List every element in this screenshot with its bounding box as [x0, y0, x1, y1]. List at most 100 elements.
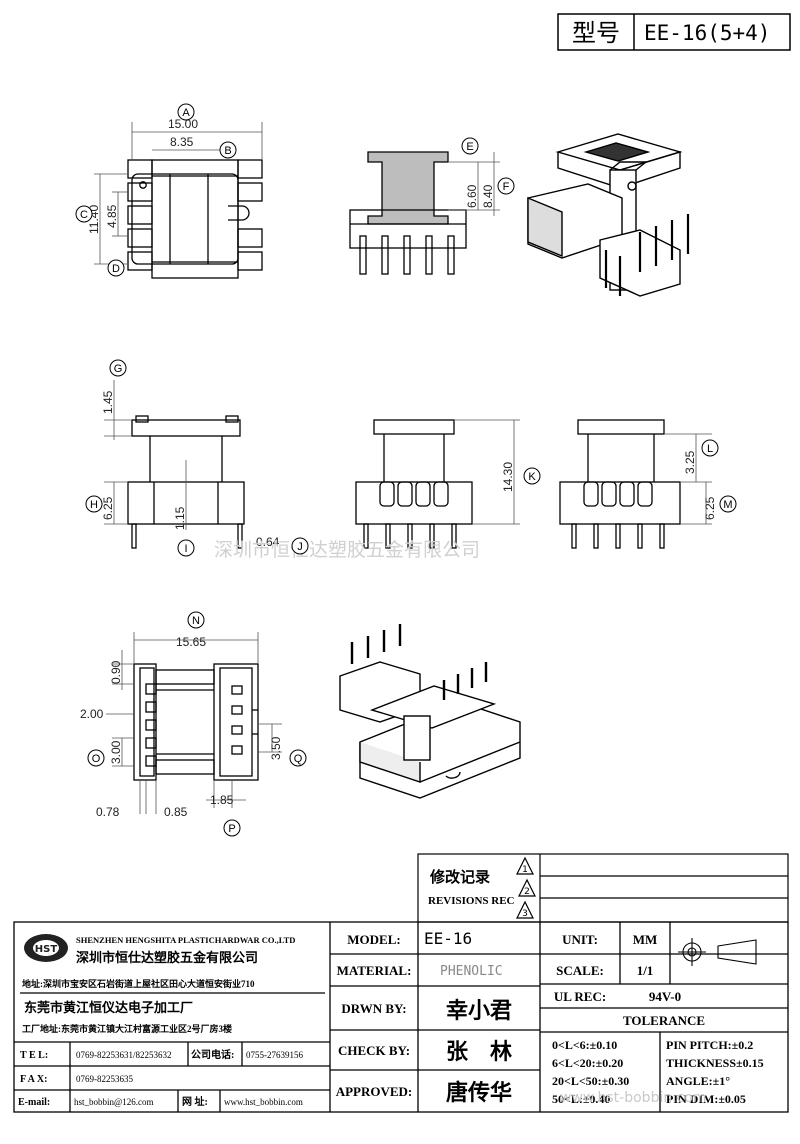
callout-letter-p: P — [228, 823, 235, 835]
bottom-view — [133, 663, 259, 781]
dim-f: 8.40 — [481, 184, 495, 208]
callout-letter-k: K — [528, 471, 536, 483]
side-view-middle — [355, 419, 473, 549]
callout-letter-e: E — [466, 141, 473, 153]
web-value: www.hst_bobbin.com — [224, 1097, 303, 1107]
top-view — [127, 159, 263, 279]
callout-letter-l: L — [707, 443, 713, 455]
dim-e: 6.60 — [465, 184, 479, 208]
tolerance-range-4: 50<L:±0.40 — [552, 1092, 610, 1106]
material-label: MATERIAL: — [337, 963, 412, 978]
check-label: CHECK BY: — [338, 1043, 410, 1058]
type-label: 型号 — [572, 20, 620, 47]
material-value: PHENOLIC — [440, 964, 503, 979]
callout-circle-d — [107, 259, 125, 277]
side-view-right — [559, 419, 681, 549]
dim-l: 3.25 — [683, 450, 697, 474]
pin-pitch-tolerance: PIN PITCH:±0.2 — [666, 1038, 753, 1052]
title-block-grid — [13, 921, 789, 1113]
dim-h-inner: 1.15 — [173, 506, 187, 530]
callout-circle-m — [719, 495, 737, 513]
revisions-title-cn: 修改记录 — [429, 868, 490, 886]
thickness-tolerance: THICKNESS±0.15 — [666, 1056, 764, 1070]
fax-value: 0769-82253635 — [76, 1074, 133, 1084]
dim-n-top: 0.90 — [109, 660, 123, 684]
scale-value: 1/1 — [637, 963, 654, 978]
tolerance-range-2: 6<L<20:±0.20 — [552, 1056, 623, 1070]
check-value: 张 林 — [446, 1039, 512, 1064]
top-view-dims — [94, 122, 263, 265]
angle-tolerance: ANGLE:±1° — [666, 1074, 730, 1088]
callout-letter-c: C — [80, 209, 88, 221]
web-label: 网 址: — [182, 1095, 208, 1108]
unit-value: MM — [633, 932, 658, 947]
dim-k: 14.30 — [501, 462, 515, 492]
callout-letter-n: N — [192, 615, 200, 627]
revision-mark-3: 3 — [522, 909, 528, 919]
callout-letter-j: J — [297, 541, 303, 553]
model-label: MODEL: — [347, 932, 400, 947]
dim-g: 1.45 — [101, 390, 115, 414]
dim-p-mid: 0.85 — [164, 805, 188, 819]
callout-circle-b — [219, 141, 237, 159]
isometric-view-bottom — [339, 624, 521, 799]
callout-letter-h: H — [90, 499, 98, 511]
callout-letter-o: O — [92, 753, 101, 765]
type-value: EE-16(5+4) — [644, 21, 770, 45]
callout-circle-g — [109, 359, 127, 377]
callout-circle-o — [87, 749, 105, 767]
dim-q: 3.50 — [269, 736, 283, 760]
company-address: 地址:深圳市宝安区石岩街道上屋社区田心大道恒安街业710 — [22, 978, 255, 989]
side-view-left-dims — [104, 380, 187, 530]
callout-letter-a: A — [182, 107, 190, 119]
callout-circle-p — [223, 819, 241, 837]
tel-label: T E L: — [20, 1050, 48, 1061]
dim-n: 15.65 — [176, 635, 206, 649]
dim-o: 3.00 — [109, 740, 123, 764]
dim-p-left: 0.78 — [96, 805, 120, 819]
tel2-label: 公司电话: — [191, 1048, 234, 1061]
front-section-view — [349, 151, 467, 275]
tel-value: 0769-82253631/82253632 — [76, 1050, 172, 1060]
callout-circle-h — [85, 495, 103, 513]
callout-circle-n — [187, 611, 205, 629]
factory-address: 工厂地址:东莞市黄江镇大江村富源工业区2号厂房3楼 — [22, 1023, 232, 1034]
tel2-value: 0755-27639156 — [246, 1050, 303, 1060]
ul-label: UL REC: — [554, 989, 606, 1004]
callout-letter-f: F — [503, 181, 510, 193]
callout-circle-q — [289, 749, 307, 767]
callout-letter-m: M — [723, 499, 732, 511]
callout-letter-g: G — [114, 363, 123, 375]
front-section-dims — [448, 152, 500, 216]
revisions-title-en: REVISIONS REC — [428, 895, 515, 907]
unit-label: UNIT: — [562, 932, 598, 947]
approved-value: 唐传华 — [446, 1080, 512, 1105]
email-label: E-mail: — [18, 1097, 50, 1108]
bottom-view-dims — [106, 632, 282, 814]
callout-circle-k — [523, 467, 541, 485]
scale-label: SCALE: — [556, 963, 604, 978]
model-value: EE-16 — [424, 929, 472, 948]
dim-i: 0.64 — [256, 535, 280, 549]
revisions-block — [417, 853, 789, 923]
fax-label: F A X: — [20, 1074, 47, 1085]
callout-circle-e — [461, 137, 479, 155]
drawn-value: 幸小君 — [446, 998, 512, 1023]
drawn-label: DRWN BY: — [341, 1001, 406, 1016]
callout-circle-f — [497, 177, 515, 195]
dim-h: 6.25 — [101, 496, 115, 520]
dim-a: 15.00 — [168, 117, 198, 131]
isometric-view-top — [527, 133, 690, 297]
watermark: 深圳市恒仕达塑胶五金有限公司 — [214, 539, 480, 561]
company-name-en: SHENZHEN HENGSHITA PLASTICHARDWAR CO.,LT… — [76, 935, 295, 945]
callout-circle-c — [75, 205, 93, 223]
callout-letter-i: I — [184, 543, 187, 555]
svg-text:HST: HST — [35, 944, 58, 955]
watermark-url: www.hst-bobbin.com — [560, 1090, 707, 1106]
dim-n-side: 2.00 — [80, 707, 104, 721]
approved-label: APPROVED: — [336, 1084, 413, 1099]
company-name-cn: 深圳市恒仕达塑胶五金有限公司 — [76, 950, 258, 965]
tolerance-range-3: 20<L<50:±0.30 — [552, 1074, 629, 1088]
dim-m: 6.25 — [703, 496, 717, 520]
